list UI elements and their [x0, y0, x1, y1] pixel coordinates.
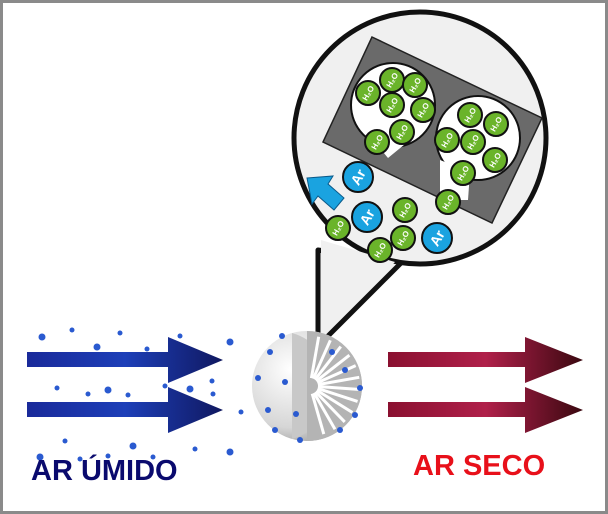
water-droplet — [357, 385, 363, 391]
water-molecule: H₂O — [364, 129, 390, 155]
water-droplet — [177, 333, 183, 339]
pore-channel — [315, 354, 351, 383]
pore-channel — [313, 345, 342, 381]
water-droplet — [125, 392, 131, 398]
pore-channel — [317, 387, 359, 403]
humid-air-label: AR ÚMIDO — [31, 453, 178, 487]
water-droplet — [337, 427, 343, 433]
water-droplet — [144, 346, 150, 352]
water-droplet — [329, 349, 335, 355]
argon-molecule: Ar — [421, 222, 453, 254]
pore-channel — [311, 339, 332, 380]
water-droplet — [69, 327, 75, 333]
water-molecule: H₂O — [457, 102, 483, 128]
water-droplet — [150, 454, 156, 460]
water-molecule: H₂O — [379, 67, 405, 93]
water-molecule: H₂O — [389, 119, 415, 145]
water-molecule: H₂O — [392, 197, 418, 223]
water-droplet — [85, 391, 91, 397]
water-droplet — [54, 385, 60, 391]
water-droplet — [77, 456, 83, 462]
water-droplet — [129, 442, 137, 450]
water-molecule: H₂O — [435, 189, 461, 215]
water-molecule: H₂O — [402, 72, 428, 98]
pore-channel — [309, 336, 321, 379]
pore-channel — [315, 388, 354, 414]
water-droplet — [282, 379, 288, 385]
water-droplet — [36, 453, 44, 461]
water-droplet — [293, 411, 299, 417]
water-droplet — [279, 333, 285, 339]
water-molecule: H₂O — [410, 97, 436, 123]
water-molecule: H₂O — [482, 147, 508, 173]
pore-channel — [317, 385, 360, 391]
pore-channel — [310, 393, 326, 435]
water-molecule: H₂O — [355, 80, 381, 106]
water-droplet — [342, 367, 348, 373]
water-molecule: H₂O — [379, 92, 405, 118]
humid-air-arrows — [27, 337, 223, 433]
humid-air-arrow — [27, 387, 223, 433]
humid-air-arrow — [27, 337, 223, 383]
water-droplet — [238, 409, 244, 415]
argon-molecule: Ar — [342, 161, 374, 193]
water-molecule: H₂O — [483, 111, 509, 137]
argon-molecule: Ar — [351, 201, 383, 233]
water-molecule: H₂O — [367, 237, 393, 263]
dry-air-arrow — [388, 387, 583, 433]
pore-channel — [317, 375, 360, 387]
water-droplet — [117, 330, 123, 336]
pore-channel — [314, 390, 346, 424]
water-droplet — [38, 333, 46, 341]
water-droplets — [36, 327, 244, 462]
water-droplet — [93, 343, 101, 351]
water-molecule: H₂O — [450, 160, 476, 186]
water-molecule: H₂O — [434, 127, 460, 153]
water-droplet — [255, 375, 261, 381]
adsorption-arrow-icon — [306, 175, 345, 211]
argon-label: Ar — [347, 166, 369, 188]
water-droplet — [62, 438, 68, 444]
dry-air-arrow — [388, 337, 583, 383]
sieve-bead — [252, 331, 363, 443]
water-droplet — [265, 407, 271, 413]
water-droplet — [104, 386, 112, 394]
water-droplet — [267, 349, 273, 355]
water-droplet — [209, 378, 215, 384]
water-droplet — [105, 453, 111, 459]
water-molecule: H₂O — [460, 129, 486, 155]
water-molecule: H₂O — [325, 215, 351, 241]
pore-channel — [316, 364, 357, 385]
argon-label: Ar — [356, 206, 378, 228]
water-droplet — [210, 391, 216, 397]
water-droplet — [186, 385, 194, 393]
water-droplet — [226, 338, 234, 346]
pore-channel — [312, 392, 337, 431]
dry-air-arrows — [388, 337, 583, 433]
water-droplet — [272, 427, 278, 433]
argon-label: Ar — [426, 227, 448, 249]
dry-air-label: AR SECO — [413, 450, 545, 482]
water-droplet — [297, 437, 303, 443]
water-molecule: H₂O — [390, 225, 416, 251]
water-droplet — [352, 412, 358, 418]
water-droplet — [192, 446, 198, 452]
water-droplet — [162, 383, 168, 389]
water-droplet — [226, 448, 234, 456]
